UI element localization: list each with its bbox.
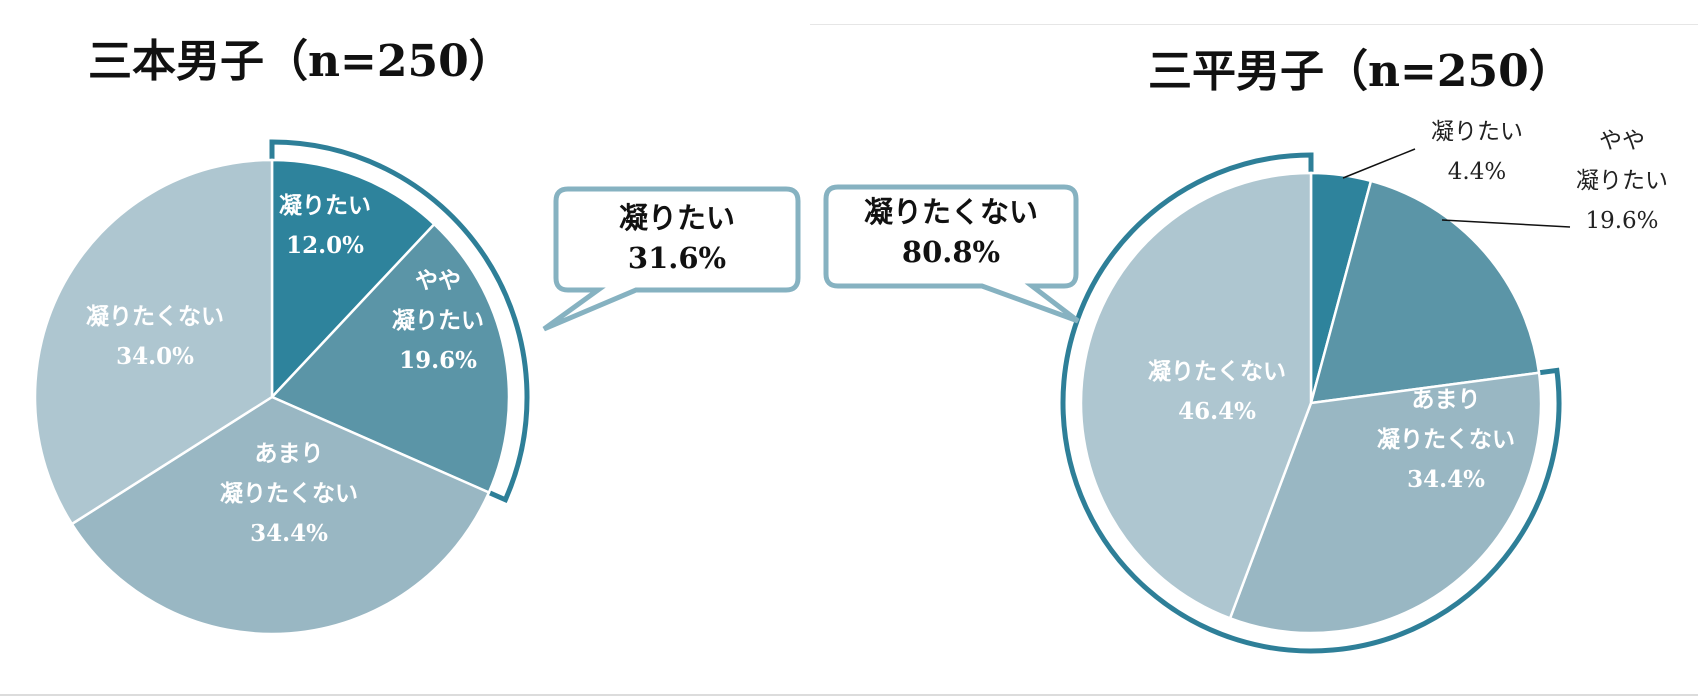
pie-slice bbox=[269, 222, 511, 495]
slice-label: 凝りたい bbox=[279, 192, 371, 219]
slice-value-label: 19.6% bbox=[1585, 208, 1658, 234]
callout-label-sanbon: 凝りたい bbox=[619, 201, 735, 235]
slice-value-label: 19.6% bbox=[399, 347, 477, 374]
callout-label-sanpei: 凝りたくない bbox=[864, 195, 1038, 229]
pie-slice bbox=[70, 395, 491, 636]
pie-chart-sanbon: 凝りたい12.0%やや凝りたい19.6%あまり凝りたくない34.4%凝りたくない… bbox=[33, 139, 530, 636]
callout-value-sanbon: 31.6% bbox=[628, 241, 726, 275]
slice-label: やや bbox=[1599, 128, 1645, 154]
callout-sanpei: 凝りたくない 80.8% bbox=[823, 184, 1080, 324]
slice-value-label: 34.4% bbox=[250, 520, 328, 547]
chart-title-sanpei: 三平男子（n=250） bbox=[1148, 46, 1573, 97]
slice-value-label: 34.0% bbox=[116, 343, 194, 370]
pie-chart-sanpei: 凝りたい4.4%やや凝りたい19.6%あまり凝りたくない34.4%凝りたくない4… bbox=[1060, 119, 1668, 654]
slice-label: 凝りたい bbox=[392, 307, 484, 334]
slice-label: あまり bbox=[255, 440, 324, 467]
chart-title-sanbon: 三本男子（n=250） bbox=[88, 36, 513, 87]
leader-line bbox=[1342, 148, 1416, 179]
leader-line bbox=[1441, 219, 1571, 228]
pie-slice bbox=[1228, 371, 1543, 635]
pie-slice bbox=[270, 158, 437, 401]
slice-label: あまり bbox=[1412, 386, 1481, 413]
slice-label: 凝りたくない bbox=[86, 303, 224, 330]
callout-bubble-sanpei bbox=[823, 184, 1080, 324]
slice-label: やや bbox=[415, 267, 461, 294]
top-divider-line bbox=[810, 24, 1698, 25]
pie-slice bbox=[1309, 179, 1541, 405]
slice-label: 凝りたくない bbox=[1148, 358, 1286, 385]
callout-value-sanpei: 80.8% bbox=[902, 235, 1000, 269]
slice-label: 凝りたい bbox=[1576, 168, 1668, 194]
pie-slice bbox=[1079, 171, 1313, 620]
callout-sanbon: 凝りたい 31.6% bbox=[542, 186, 801, 332]
slice-value-label: 4.4% bbox=[1448, 159, 1506, 185]
callout-bubble-sanbon bbox=[542, 186, 801, 332]
slice-value-label: 12.0% bbox=[286, 232, 364, 259]
slice-label: 凝りたくない bbox=[1377, 426, 1515, 453]
slice-value-label: 34.4% bbox=[1407, 466, 1485, 493]
slice-value-label: 46.4% bbox=[1178, 398, 1256, 425]
slice-label: 凝りたくない bbox=[220, 480, 358, 507]
pie-slice bbox=[33, 158, 274, 526]
bottom-divider-line bbox=[0, 694, 1698, 696]
slice-label: 凝りたい bbox=[1431, 119, 1523, 145]
